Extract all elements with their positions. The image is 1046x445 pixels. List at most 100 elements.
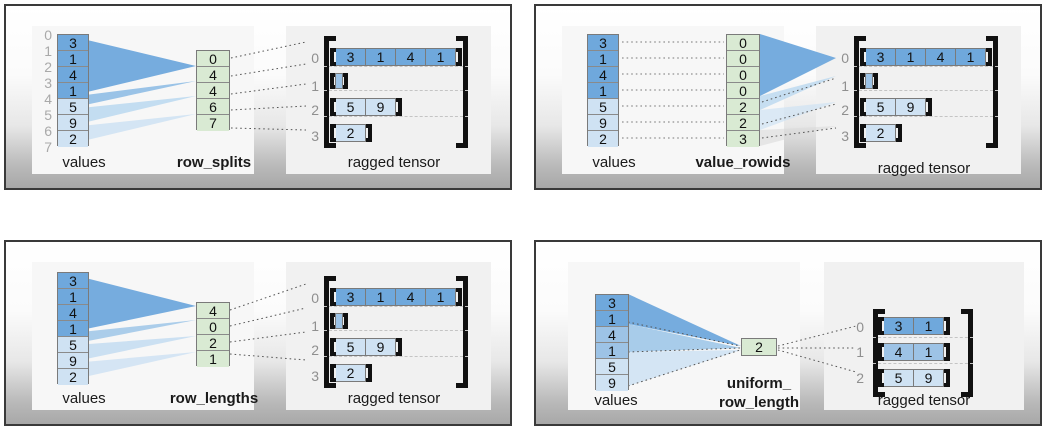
partition-label: row_lengths <box>169 390 259 407</box>
value-cell: 1 <box>58 321 88 337</box>
value-index: 6 <box>44 123 52 139</box>
row-index: 0 <box>856 319 864 335</box>
partition-cell: 0 <box>727 35 759 51</box>
tensor-cell: 2 <box>336 124 366 142</box>
row-separator <box>854 90 998 91</box>
row-bracket-left <box>330 364 336 382</box>
row-separator <box>324 330 468 331</box>
row-separator <box>324 90 468 91</box>
row-bracket-left <box>860 73 865 89</box>
row-bracket-left <box>330 313 335 329</box>
tensor-row: 4 1 <box>878 343 950 361</box>
value-index: 7 <box>44 139 52 155</box>
partition-cell: 0 <box>727 83 759 99</box>
row-bracket-left <box>860 98 866 116</box>
empty-row-marker <box>335 313 343 329</box>
value-cell: 2 <box>58 369 88 385</box>
row-index: 0 <box>311 50 319 66</box>
tensor-row: 5 9 <box>330 98 402 116</box>
row-index: 1 <box>841 78 849 94</box>
values-label: values <box>594 392 638 409</box>
row-lengths-column: 4 0 2 1 <box>196 302 230 367</box>
value-cell: 5 <box>58 337 88 353</box>
row-bracket-left <box>330 338 336 356</box>
partition-cell: 4 <box>197 303 229 319</box>
tensor-cell: 1 <box>914 317 944 335</box>
tensor-cell: 3 <box>866 48 896 66</box>
tensor-cell: 1 <box>914 343 944 361</box>
empty-row-marker <box>865 73 873 89</box>
value-cell: 9 <box>588 115 618 131</box>
row-bracket-right <box>396 98 402 116</box>
tensor-cell: 1 <box>426 288 456 306</box>
row-index: 2 <box>311 342 319 358</box>
row-bracket-left <box>330 288 336 306</box>
row-separator <box>324 306 468 307</box>
row-bracket-right <box>944 343 950 361</box>
row-index: 0 <box>841 50 849 66</box>
ragged-tensor-value-rowids: 0 1 2 3 3 1 4 1 <box>836 28 1016 153</box>
values-column-value-rowids: 3 1 4 1 5 9 2 <box>587 34 619 147</box>
row-index: 3 <box>311 368 319 384</box>
row-bracket-left <box>878 317 884 335</box>
value-cell: 3 <box>588 35 618 51</box>
row-separator <box>873 363 973 364</box>
value-cell: 2 <box>58 131 88 147</box>
partition-cell: 0 <box>197 319 229 335</box>
value-cell: 1 <box>58 51 88 67</box>
tensor-label: ragged tensor <box>877 160 971 177</box>
tensor-cell: 9 <box>914 369 944 387</box>
value-cell: 3 <box>596 295 628 311</box>
ragged-tensor-uniform-row-length: 0 1 2 3 1 4 1 <box>846 294 1016 397</box>
tensor-cell: 1 <box>366 48 396 66</box>
partition-cell: 0 <box>197 51 229 67</box>
value-cell: 1 <box>588 83 618 99</box>
row-bracket-left <box>330 98 336 116</box>
value-index: 3 <box>44 75 52 91</box>
partition-label: value_rowids <box>695 154 791 171</box>
panel-row-splits: 0 1 2 3 4 5 6 7 3 1 4 1 5 9 2 0 <box>4 4 512 190</box>
tensor-cell: 5 <box>336 98 366 116</box>
tensor-row: 2 <box>330 124 372 142</box>
outer-bracket-left <box>854 36 866 148</box>
outer-bracket-right <box>456 36 468 148</box>
tensor-row: 5 9 <box>878 369 950 387</box>
row-bracket-right <box>366 124 372 142</box>
row-splits-column: 0 4 4 6 7 <box>196 50 230 131</box>
row-bracket-right <box>944 317 950 335</box>
value-cell: 1 <box>58 289 88 305</box>
partition-cell: 7 <box>197 115 229 131</box>
tensor-cell: 3 <box>336 288 366 306</box>
partition-cell: 1 <box>197 351 229 367</box>
tensor-row: 3 1 4 1 <box>860 48 992 66</box>
tensor-row <box>330 73 348 89</box>
tensor-row: 5 9 <box>860 98 932 116</box>
values-label: values <box>592 154 636 171</box>
row-separator <box>854 66 998 67</box>
ragged-tensor-row-lengths: 0 1 2 3 3 1 4 1 <box>306 268 486 393</box>
tensor-row: 2 <box>330 364 372 382</box>
tensor-cell: 5 <box>336 338 366 356</box>
row-index: 1 <box>856 344 864 360</box>
uniform-row-length-box: 2 <box>741 338 777 356</box>
partition-cell: 0 <box>727 51 759 67</box>
value-cell: 4 <box>58 305 88 321</box>
tensor-row <box>860 73 878 89</box>
row-index: 2 <box>841 102 849 118</box>
row-index: 0 <box>311 290 319 306</box>
value-cell: 1 <box>596 311 628 327</box>
partition-cell: 2 <box>727 99 759 115</box>
tensor-cell: 9 <box>366 98 396 116</box>
row-index: 1 <box>311 78 319 94</box>
row-bracket-right <box>896 124 902 142</box>
tensor-cell: 2 <box>866 124 896 142</box>
row-bracket-right <box>456 288 462 306</box>
values-column-row-lengths: 3 1 4 1 5 9 2 <box>57 272 89 385</box>
partition-cell: 4 <box>197 67 229 83</box>
row-separator <box>873 337 973 338</box>
row-bracket-left <box>330 124 336 142</box>
value-index: 2 <box>44 59 52 75</box>
tensor-cell: 2 <box>336 364 366 382</box>
row-index: 3 <box>311 128 319 144</box>
row-index: 2 <box>856 370 864 386</box>
